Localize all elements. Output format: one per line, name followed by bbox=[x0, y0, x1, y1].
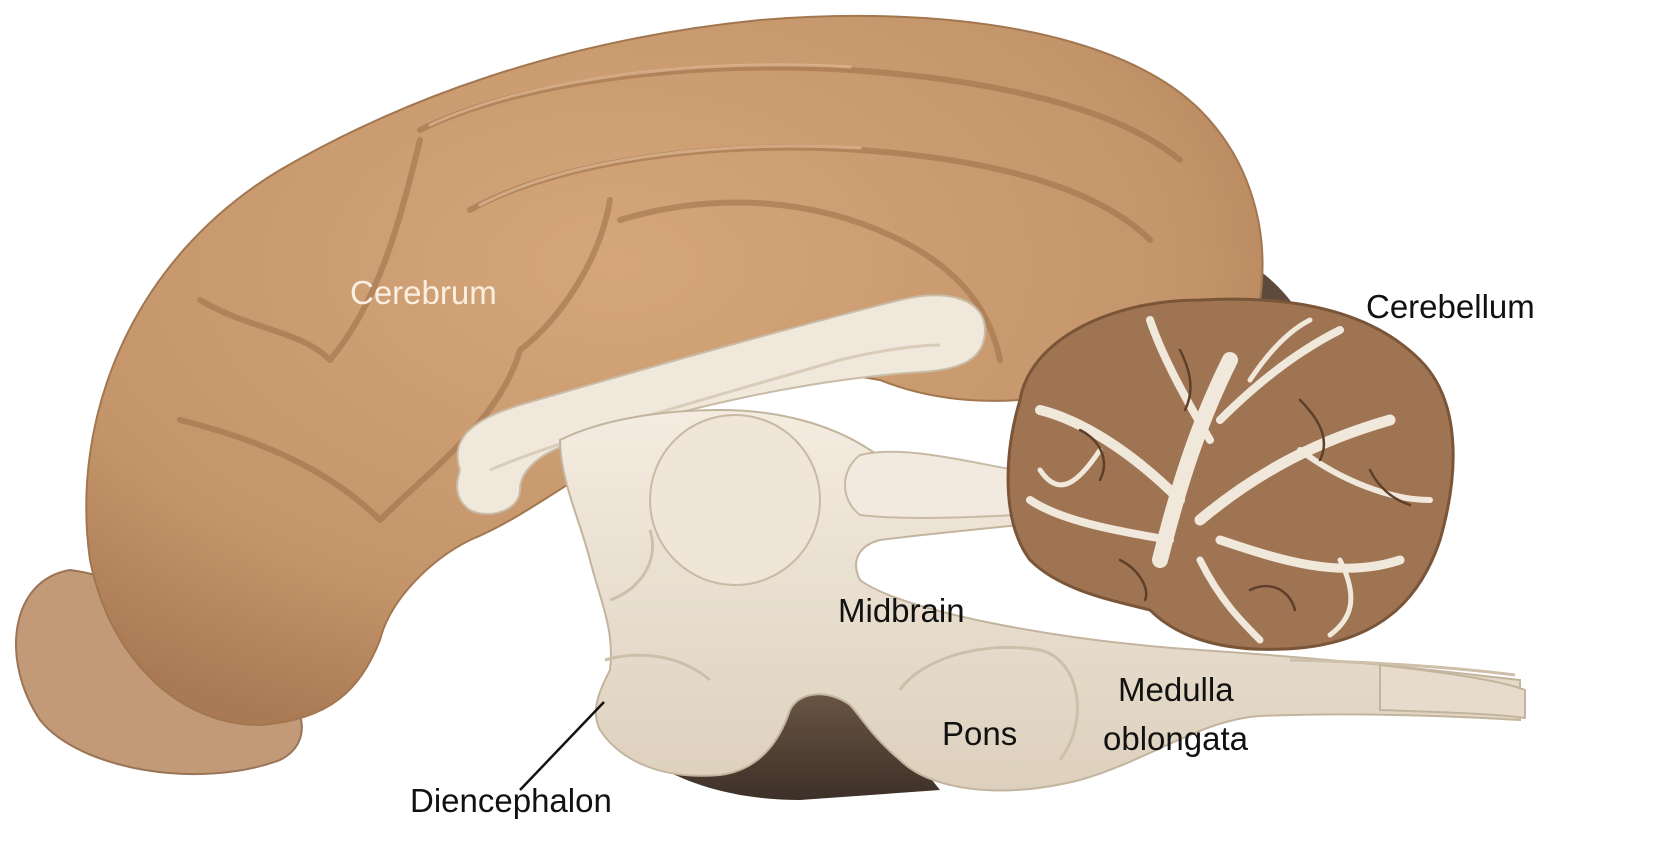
label-medulla-line2: oblongata bbox=[1103, 720, 1249, 757]
cerebellum bbox=[1008, 299, 1453, 649]
tectum bbox=[845, 452, 1015, 518]
diencephalon-pointer-line bbox=[520, 702, 604, 790]
label-cerebrum: Cerebrum bbox=[350, 274, 497, 311]
label-cerebellum: Cerebellum bbox=[1366, 288, 1535, 325]
label-midbrain: Midbrain bbox=[838, 592, 965, 629]
label-diencephalon: Diencephalon bbox=[410, 782, 612, 819]
label-medulla-line1: Medulla bbox=[1118, 671, 1234, 708]
label-pons: Pons bbox=[942, 715, 1017, 752]
thalamus bbox=[650, 415, 820, 585]
